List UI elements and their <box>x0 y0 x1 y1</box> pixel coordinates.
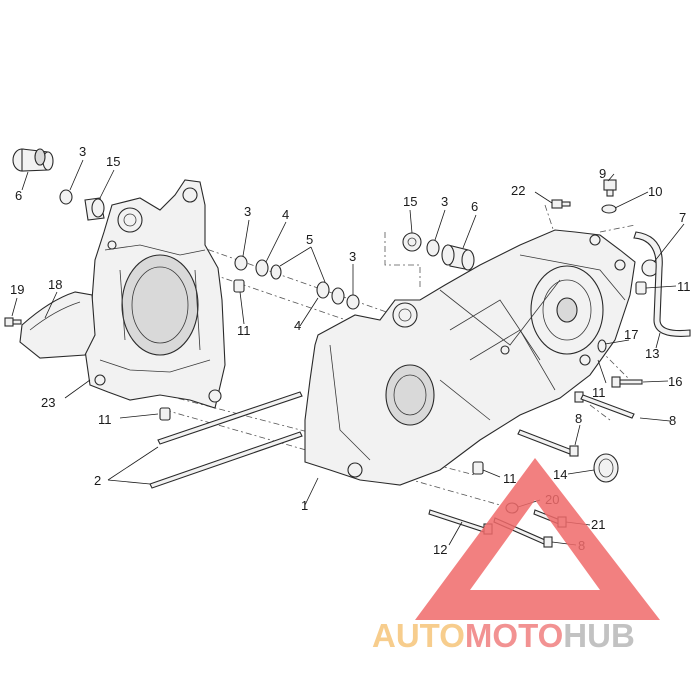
callout-10: 10 <box>648 184 662 199</box>
right-crankcase-half <box>304 229 636 486</box>
callout-18: 18 <box>48 277 62 292</box>
callout-labels: 1 2 3 3 3 3 4 4 5 6 6 7 8 8 8 9 10 11 11… <box>10 144 691 557</box>
callout-6b: 6 <box>471 199 478 214</box>
callout-15a: 15 <box>106 154 120 169</box>
callout-11e: 11 <box>677 279 691 294</box>
seal-right <box>402 232 422 252</box>
dowel-pin-11c <box>472 461 484 475</box>
middle-rings <box>234 255 360 310</box>
callout-21: 21 <box>591 517 605 532</box>
callout-14: 14 <box>553 467 567 482</box>
seal-left <box>84 197 105 221</box>
callout-2: 2 <box>94 473 101 488</box>
leader-lines <box>11 159 685 546</box>
watermark-text: AUTOMOTOHUB <box>372 617 635 654</box>
oil-seal-14 <box>593 453 619 483</box>
callout-3b: 3 <box>244 204 251 219</box>
long-bolt-8b <box>517 429 579 457</box>
screw-19 <box>4 317 22 327</box>
callout-3c: 3 <box>349 249 356 264</box>
callout-7: 7 <box>679 210 686 225</box>
callout-12: 12 <box>433 542 447 557</box>
bushing-right <box>441 244 475 271</box>
callout-1: 1 <box>301 498 308 513</box>
o-ring-right <box>426 239 440 257</box>
callout-11a: 11 <box>237 323 251 338</box>
callout-6a: 6 <box>15 188 22 203</box>
callout-11c: 11 <box>503 471 517 486</box>
callout-9: 9 <box>599 166 606 181</box>
callout-23: 23 <box>41 395 55 410</box>
o-ring-17 <box>597 339 607 353</box>
washer-10 <box>601 204 617 214</box>
callout-8a: 8 <box>669 413 676 428</box>
callout-5: 5 <box>306 232 313 247</box>
callout-15b: 15 <box>403 194 417 209</box>
drain-plug-9 <box>603 179 617 197</box>
callout-22: 22 <box>511 183 525 198</box>
callout-11d: 11 <box>592 385 606 400</box>
callout-19: 19 <box>10 282 24 297</box>
callout-3a: 3 <box>79 144 86 159</box>
callout-3d: 3 <box>441 194 448 209</box>
breather-hose-13 <box>633 231 691 337</box>
callout-16: 16 <box>668 374 682 389</box>
watermark: AUTOMOTOHUB <box>372 458 660 654</box>
bolt-16 <box>611 376 643 388</box>
callout-13: 13 <box>645 346 659 361</box>
callout-8b: 8 <box>575 411 582 426</box>
bushing-left <box>12 148 54 172</box>
dowel-pin-11b <box>159 407 171 421</box>
dowel-pin-11d <box>635 281 647 295</box>
callout-4b: 4 <box>294 318 301 333</box>
dowel-pin-11a <box>233 279 245 293</box>
fitting-22 <box>551 199 571 209</box>
long-bolt-8a <box>574 391 635 419</box>
callout-17: 17 <box>624 327 638 342</box>
o-ring-left <box>59 189 73 205</box>
callout-11b: 11 <box>98 412 112 427</box>
callout-4a: 4 <box>282 207 289 222</box>
long-studs <box>149 391 303 489</box>
cover-plate <box>19 291 96 359</box>
left-crankcase-half <box>84 179 226 409</box>
watermark-triangle <box>415 458 660 620</box>
